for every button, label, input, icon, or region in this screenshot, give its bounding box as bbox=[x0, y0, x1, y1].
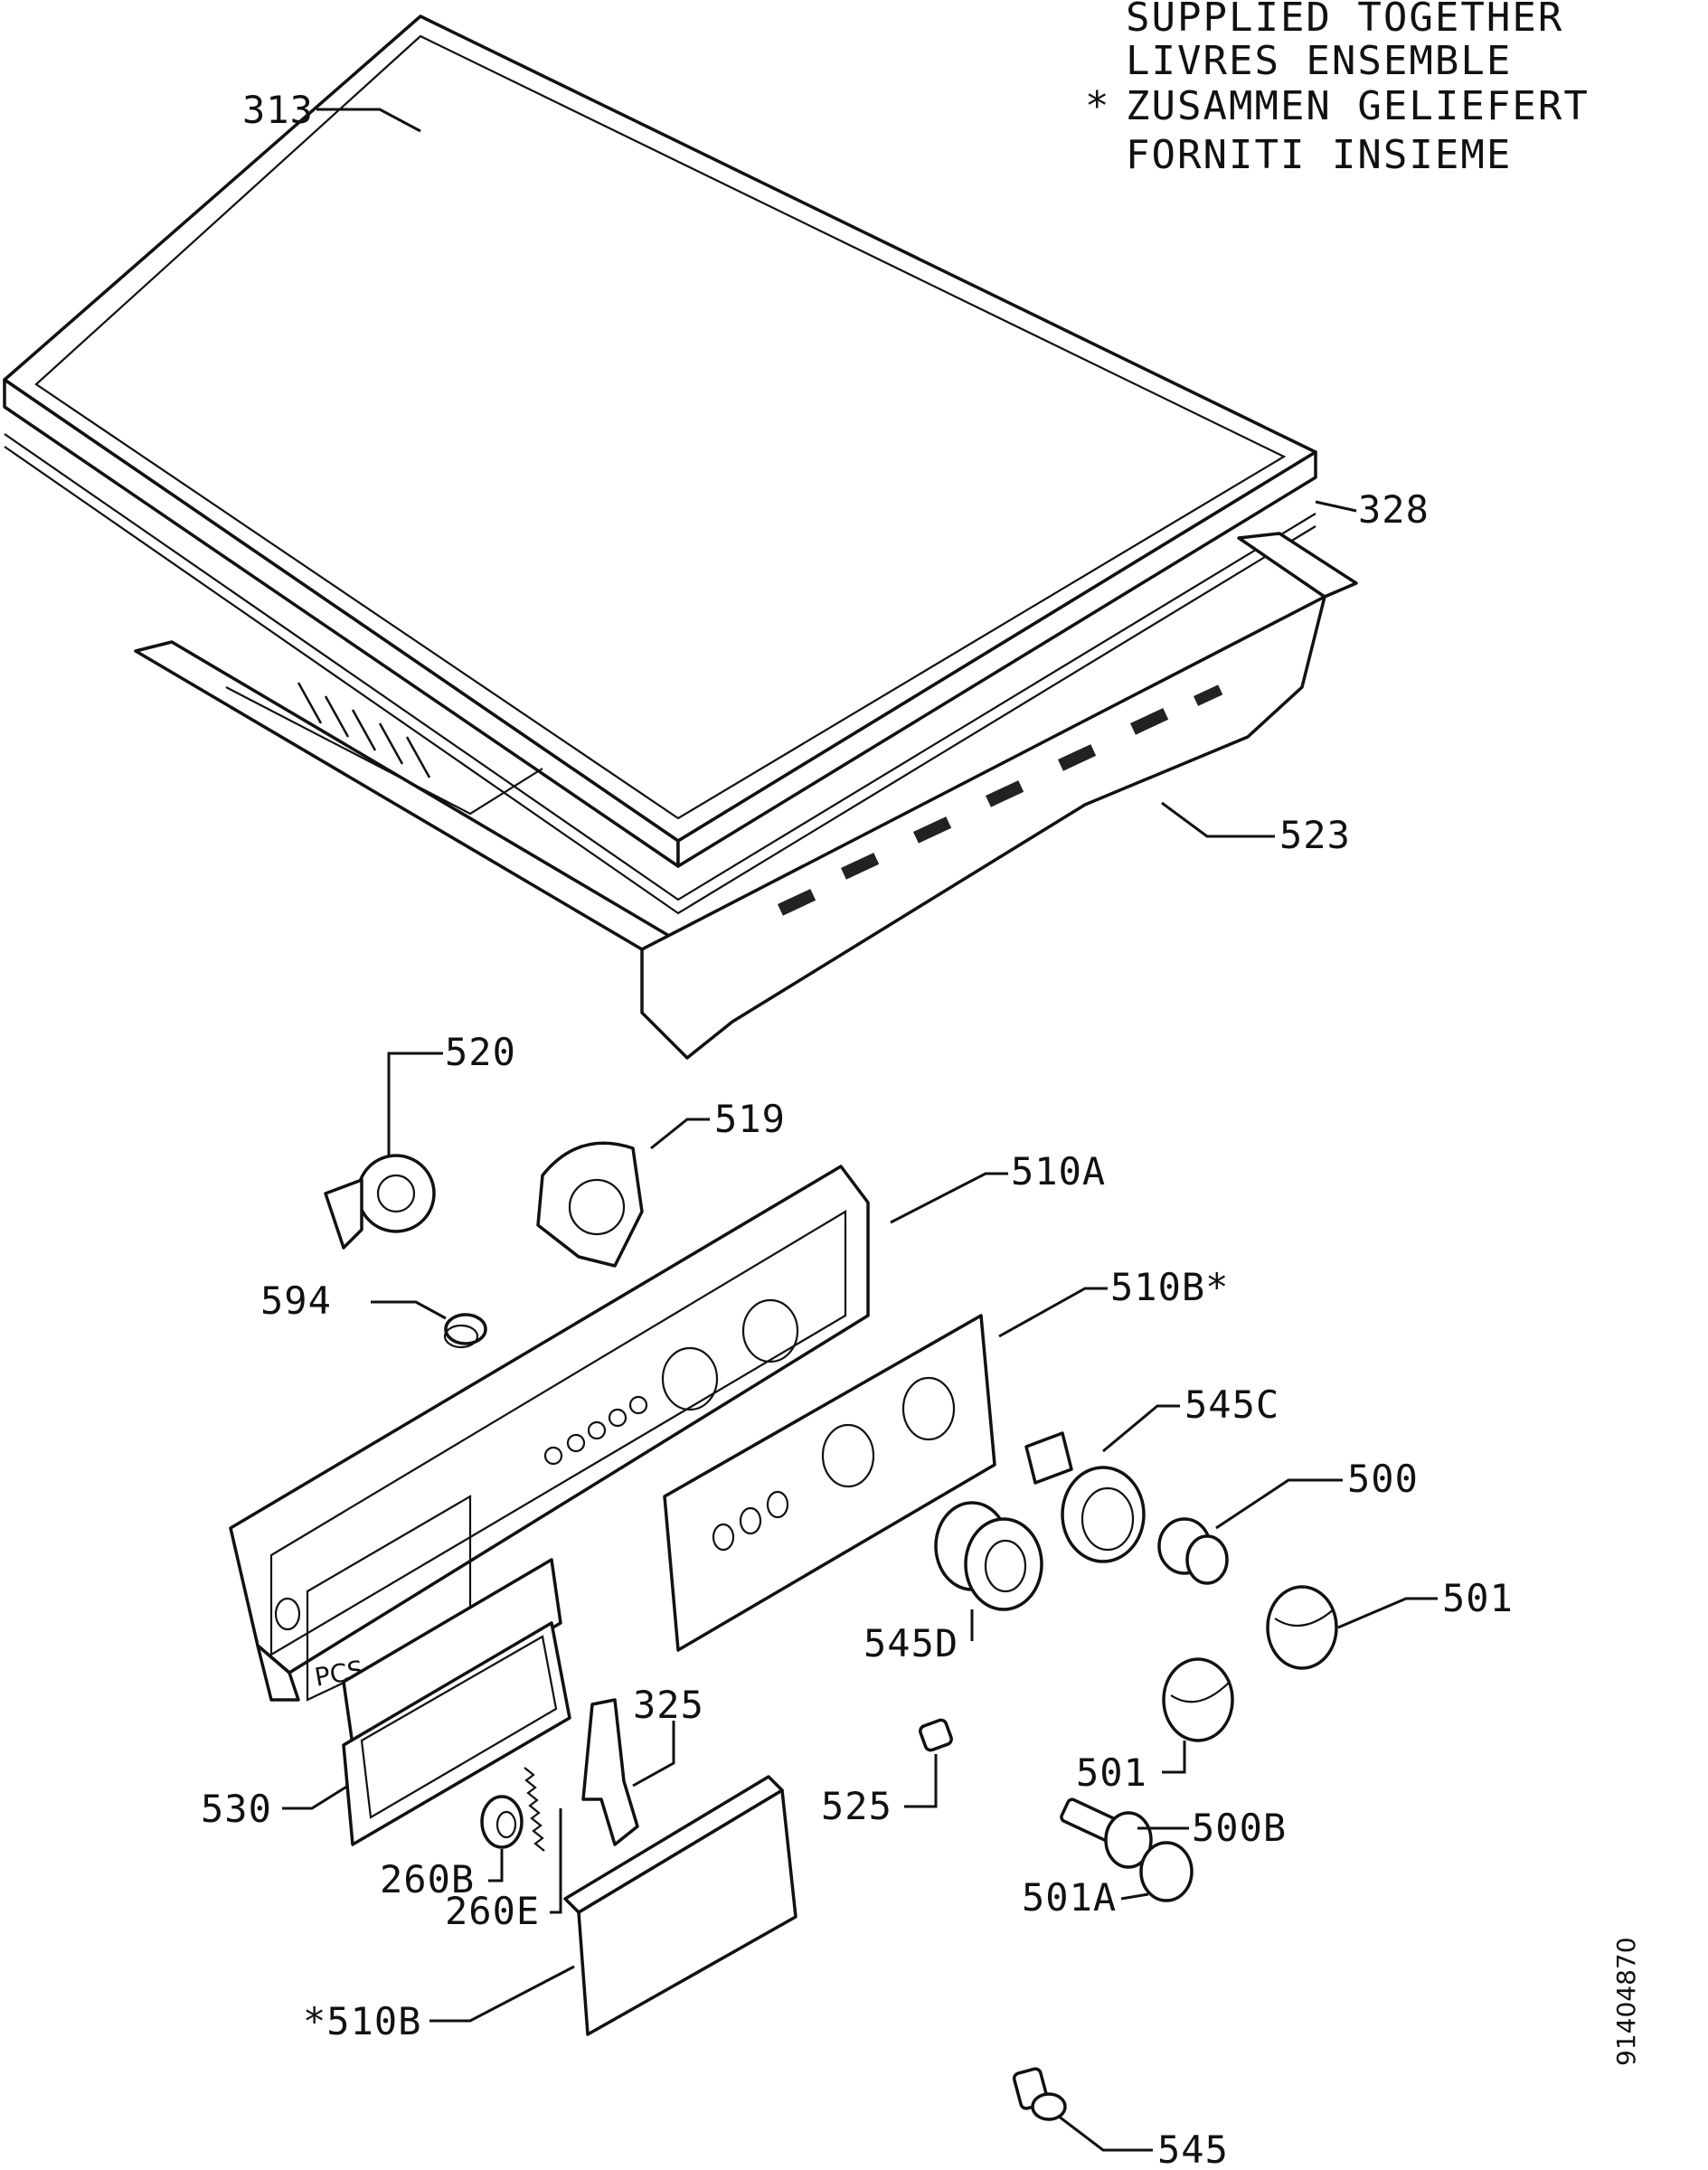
label-530: 530 bbox=[201, 1787, 272, 1831]
label-328: 328 bbox=[1358, 487, 1430, 532]
label-510A: 510A bbox=[1011, 1149, 1106, 1194]
label-545C: 545C bbox=[1184, 1382, 1279, 1427]
label-260E: 260E bbox=[445, 1889, 540, 1933]
part-501A bbox=[1139, 1841, 1194, 1902]
note-line-en: SUPPLIED TOGETHER bbox=[1126, 0, 1563, 41]
part-325 bbox=[581, 1698, 639, 1846]
part-500B bbox=[1060, 1797, 1153, 1869]
part-523-frame bbox=[134, 532, 1358, 1060]
label-501A: 501A bbox=[1022, 1875, 1117, 1920]
part-501-right bbox=[1266, 1585, 1338, 1670]
part-594 bbox=[443, 1313, 487, 1349]
label-501-right: 501 bbox=[1442, 1576, 1514, 1620]
label-500: 500 bbox=[1347, 1457, 1419, 1501]
label-594: 594 bbox=[260, 1278, 332, 1323]
part-260E-spring bbox=[524, 1767, 545, 1852]
label-500B: 500B bbox=[1192, 1806, 1287, 1850]
part-545D bbox=[934, 1501, 1043, 1611]
label-519: 519 bbox=[714, 1097, 786, 1141]
label-520: 520 bbox=[445, 1030, 516, 1074]
supplied-together-note: SUPPLIED TOGETHER LIVRES ENSEMBLE * ZUSA… bbox=[1085, 0, 1590, 178]
label-501-lower: 501 bbox=[1076, 1750, 1147, 1795]
label-325: 325 bbox=[633, 1683, 704, 1727]
part-510B-fascia bbox=[663, 1314, 996, 1652]
note-line-fr: LIVRES ENSEMBLE bbox=[1126, 38, 1512, 84]
label-510B-front: *510B bbox=[303, 1999, 421, 2043]
part-545 bbox=[1012, 2067, 1067, 2121]
part-328-seal bbox=[4, 433, 1316, 915]
leader-lines bbox=[282, 108, 1438, 2152]
part-501-lower bbox=[1162, 1657, 1234, 1742]
part-labels: 313 328 523 520 519 510A 510B* 594 545C … bbox=[201, 88, 1514, 2170]
label-313: 313 bbox=[242, 88, 314, 132]
part-530 bbox=[342, 1558, 571, 1846]
note-line-it: FORNITI INSIEME bbox=[1126, 132, 1512, 178]
note-line-de: ZUSAMMEN GELIEFERT bbox=[1126, 83, 1590, 129]
label-545: 545 bbox=[1157, 2128, 1229, 2170]
part-545C bbox=[1024, 1431, 1146, 1563]
part-519 bbox=[536, 1141, 644, 1268]
part-313-lid bbox=[3, 14, 1317, 868]
note-asterisk: * bbox=[1085, 83, 1111, 129]
part-260B bbox=[480, 1795, 524, 1849]
label-525: 525 bbox=[821, 1784, 892, 1828]
part-520 bbox=[324, 1154, 436, 1250]
part-525 bbox=[919, 1718, 953, 1752]
document-number: 91404870 bbox=[1611, 1937, 1641, 2066]
part-510B-front-door bbox=[563, 1775, 797, 2036]
label-510B-star: 510B* bbox=[1110, 1265, 1229, 1309]
label-523: 523 bbox=[1279, 813, 1351, 857]
label-545D: 545D bbox=[863, 1621, 958, 1665]
part-500 bbox=[1157, 1517, 1229, 1585]
label-260B: 260B bbox=[380, 1857, 475, 1901]
